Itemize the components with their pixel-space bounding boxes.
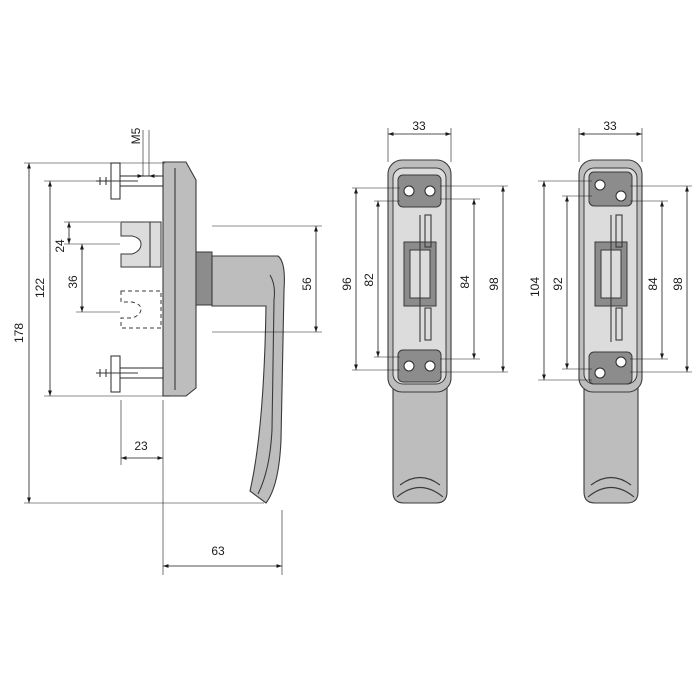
dim-thread: M5 (129, 127, 143, 144)
dim-a-96: 96 (340, 277, 354, 291)
side-collar (195, 251, 213, 306)
dim-b-104: 104 (528, 277, 542, 297)
dim-b-98: 98 (671, 277, 685, 291)
dim-projection-63: 63 (211, 544, 225, 558)
dim-overall-height: 178 (12, 323, 26, 343)
dim-a-width: 33 (412, 119, 426, 133)
dim-spindle-24: 24 (53, 239, 67, 253)
side-base-plate (162, 161, 197, 397)
side-handle-lever (211, 255, 285, 504)
bottom-fixing-screw (96, 355, 164, 393)
dim-base-23: 23 (134, 439, 148, 453)
dim-b-84: 84 (646, 277, 660, 291)
dim-a-98: 98 (487, 277, 501, 291)
dim-handle-56: 56 (300, 277, 314, 291)
dim-a-82: 82 (362, 273, 376, 287)
dim-b-92: 92 (551, 277, 565, 291)
front-a-lever (392, 367, 448, 504)
side-spindle-square (120, 221, 162, 268)
front-b-lever (583, 367, 639, 504)
dim-spindle-36: 36 (66, 275, 80, 289)
dim-fixing-distance: 122 (33, 278, 47, 298)
dim-b-width: 33 (603, 119, 617, 133)
side-spindle-dashed (120, 290, 162, 329)
front-view-a: 33 96 82 84 98 (340, 119, 508, 504)
front-view-b: 33 104 92 84 98 (528, 119, 692, 504)
dim-a-84: 84 (458, 275, 472, 289)
side-view: 178 122 M5 24 36 56 23 63 (12, 127, 322, 575)
